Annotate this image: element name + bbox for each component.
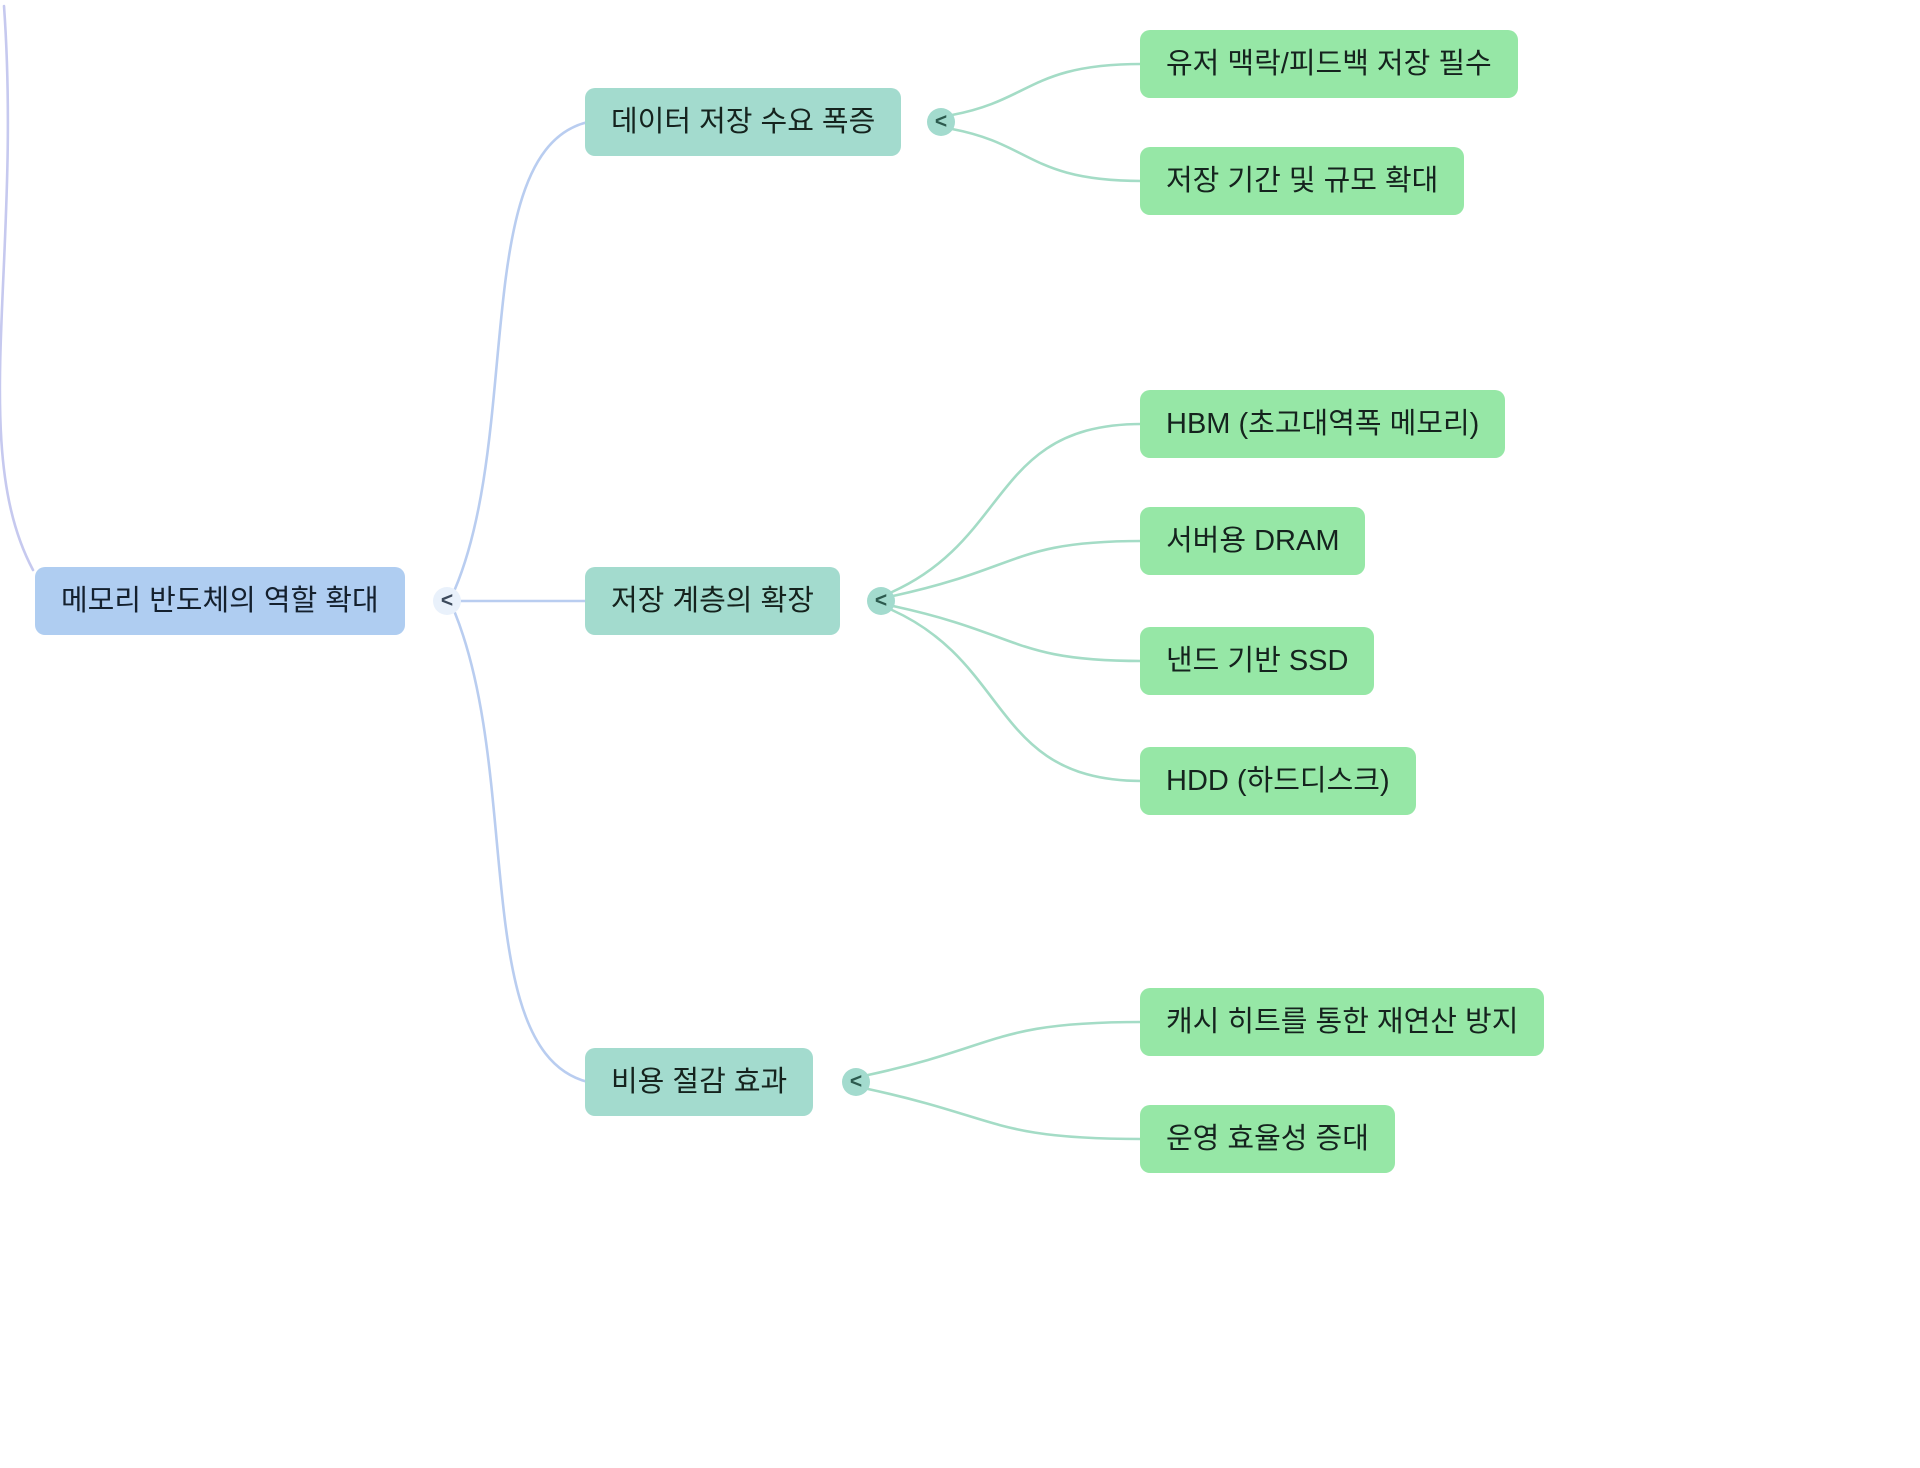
link-branch2-child1 [890, 422, 1144, 594]
branch3-collapse-toggle[interactable]: < [842, 1068, 870, 1096]
root-collapse-toggle[interactable]: < [433, 587, 461, 615]
leaf-node-hbm[interactable]: HBM (초고대역폭 메모리) [1140, 390, 1506, 458]
leaf-node-operational-efficiency[interactable]: 운영 효율성 증대 [1140, 1105, 1395, 1173]
branch-node-data-storage-demand[interactable]: 데이터 저장 수요 폭증 [585, 88, 902, 156]
link-branch2-child2 [891, 539, 1144, 598]
link-offscreen-parent [0, 4, 35, 572]
link-branch2-child4 [890, 608, 1144, 783]
leaf-node-server-dram[interactable]: 서버용 DRAM [1140, 507, 1366, 575]
branch-node-cost-saving[interactable]: 비용 절감 효과 [585, 1048, 814, 1116]
link-branch3-child2 [866, 1087, 1144, 1141]
root-node[interactable]: 메모리 반도체의 역할 확대 [35, 567, 405, 635]
link-branch2-child3 [891, 604, 1144, 663]
link-root-branch1 [453, 120, 590, 591]
leaf-node-nand-ssd[interactable]: 낸드 기반 SSD [1140, 627, 1375, 695]
branch1-collapse-toggle[interactable]: < [927, 108, 955, 136]
link-root-branch3 [453, 611, 590, 1084]
branch2-collapse-toggle[interactable]: < [867, 587, 895, 615]
leaf-node-hdd[interactable]: HDD (하드디스크) [1140, 747, 1416, 815]
leaf-node-user-context-feedback[interactable]: 유저 맥락/피드백 저장 필수 [1140, 30, 1518, 98]
leaf-node-cache-hit[interactable]: 캐시 히트를 통한 재연산 방지 [1140, 988, 1545, 1056]
link-branch1-child1 [950, 62, 1144, 117]
link-branch3-child1 [866, 1020, 1144, 1077]
link-branch1-child2 [950, 127, 1144, 183]
leaf-node-storage-period-scale[interactable]: 저장 기간 및 규모 확대 [1140, 147, 1465, 215]
branch-node-storage-hierarchy[interactable]: 저장 계층의 확장 [585, 567, 840, 635]
